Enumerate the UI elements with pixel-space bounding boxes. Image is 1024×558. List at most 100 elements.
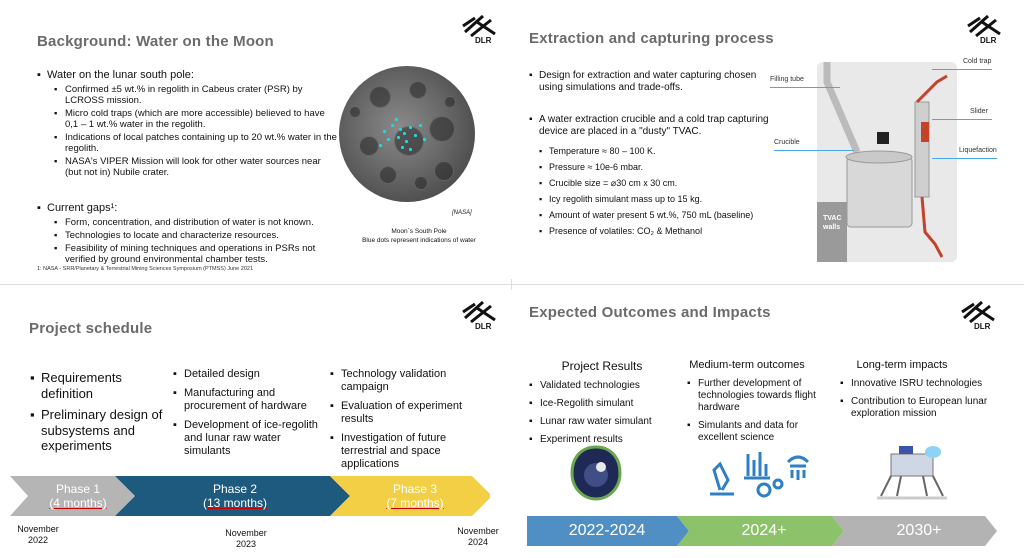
slide-expected-outcomes: Expected Outcomes and Impacts DLR Projec… [512, 290, 1024, 558]
moon-south-pole-image [339, 66, 475, 202]
crater [349, 106, 361, 118]
bullet-heading: Current gaps¹: [37, 202, 337, 214]
date-month: November [457, 526, 499, 536]
water-indication-dot [414, 134, 417, 137]
callout-line [770, 87, 840, 88]
list-item: Manufacturing and procurement of hardwar… [173, 387, 323, 413]
dlr-logo-text: DLR [475, 36, 492, 45]
bullet-design: Design for extraction and water capturin… [529, 70, 779, 94]
callout-line [774, 150, 854, 151]
date-start: November 2022 [10, 524, 66, 546]
project-results-list: Validated technologiesIce-Regolith simul… [529, 380, 674, 452]
list-item: Experiment results [529, 434, 674, 446]
water-indication-dot [401, 146, 404, 149]
dlr-logo-text: DLR [475, 322, 492, 331]
phase-3-arrow: Phase 3 (7 months) [350, 476, 480, 516]
bullet-item: Confirmed ±5 wt.% in regolith in Cabeus … [37, 84, 337, 106]
sub-bullet-item: Icy regolith simulant mass up to 15 kg. [529, 194, 779, 205]
mission-patch-icon [570, 445, 622, 501]
sub-bullet-item: Presence of volatiles: CO₂ & Methanol [529, 226, 779, 237]
dlr-logo-text: DLR [980, 36, 997, 45]
list-item: Further development of technologies towa… [687, 378, 832, 414]
caption-line-1: Moon´s South Pole [391, 228, 447, 235]
date-month: November [17, 524, 59, 534]
sub-bullet-item: Pressure ≈ 10e-6 mbar. [529, 162, 779, 173]
date-end: November 2024 [450, 526, 506, 548]
header-medium-term: Medium-term outcomes [689, 359, 805, 371]
long-term-list: Innovative ISRU technologiesContribution… [840, 378, 990, 426]
dlr-logo: DLR [461, 300, 501, 336]
dlr-logo-text: DLR [974, 322, 991, 331]
footnote: 1: NASA - SRR/Planetary & Terrestrial Mi… [37, 266, 254, 272]
bullet-item: Indications of local patches containing … [37, 132, 337, 154]
slide-background-water: Background: Water on the Moon DLR Water … [0, 0, 512, 279]
water-indication-dot [419, 124, 422, 127]
bar-chart-icon [744, 452, 770, 480]
date-mid: November 2023 [218, 528, 274, 550]
callout-slider: Slider [970, 108, 988, 115]
phase-duration: (13 months) [202, 496, 268, 510]
bullet-item: NASA's VIPER Mission will look for other… [37, 156, 337, 178]
crater [379, 166, 397, 184]
callout-cold-trap: Cold trap [963, 58, 992, 65]
vertical-divider [511, 0, 512, 558]
image-credit: [NASA] [452, 210, 472, 216]
water-indication-dot [383, 130, 386, 133]
slide-title: Background: Water on the Moon [37, 33, 274, 50]
crater [444, 96, 456, 108]
list-item: Contribution to European lunar explorati… [840, 396, 990, 420]
callout-filling-tube: Filling tube [770, 76, 804, 83]
phase-2-arrow: Phase 2 (13 months) [135, 476, 335, 516]
dlr-logo: DLR [960, 300, 1000, 336]
callout-liquefaction: Liquefaction [959, 147, 997, 154]
date-year: 2024 [467, 537, 489, 547]
timeline-2024-plus: 2024+ [741, 522, 787, 539]
shower-icon [786, 455, 810, 480]
bullet-item: Form, concentration, and distribution of… [37, 217, 337, 228]
timeline-2030-plus: 2030+ [896, 522, 942, 539]
dlr-bird-icon [967, 14, 1001, 38]
callout-line [932, 158, 997, 159]
phase1-tasks: Requirements definitionPreliminary desig… [30, 370, 170, 460]
caption-line-2: Blue dots represent indications of water [362, 237, 476, 244]
bullet-list: Design for extraction and water capturin… [529, 70, 779, 242]
lunar-lander-icon [877, 446, 947, 500]
gear-icon [756, 482, 772, 498]
crater [359, 136, 379, 156]
slide-extraction-process: Extraction and capturing process Design … [512, 0, 1024, 279]
list-item: Detailed design [173, 368, 323, 381]
water-indication-dot [399, 128, 402, 131]
water-indication-dot [409, 126, 412, 129]
timeline-bar: 2022-2024 2024+ 2030+ [527, 516, 997, 546]
water-indication-dot [397, 136, 400, 139]
list-item: Development of ice-regolith and lunar ra… [173, 419, 323, 458]
sub-bullet-item: Temperature ≈ 80 – 100 K. [529, 146, 779, 157]
bullet-item: Micro cold traps (which are more accessi… [37, 108, 337, 130]
phase-name: Phase 3 [392, 482, 438, 496]
date-year: 2022 [27, 535, 49, 545]
list-item: Evaluation of experiment results [330, 400, 480, 426]
list-item: Ice-Regolith simulant [529, 398, 674, 410]
tvac-chamber-image [817, 62, 957, 262]
date-month: November [225, 528, 267, 538]
water-indication-dot [409, 148, 412, 151]
crater [409, 81, 427, 99]
medium-term-list: Further development of technologies towa… [687, 378, 832, 450]
tvac-label-line2: walls [823, 224, 841, 231]
list-item: Simulants and data for excellent science [687, 420, 832, 444]
phase3-tasks: Technology validation campaignEvaluation… [330, 368, 480, 477]
bullet-setup: A water extraction crucible and a cold t… [529, 114, 779, 138]
list-item: Innovative ISRU technologies [840, 378, 990, 390]
dlr-bird-icon [462, 300, 496, 324]
water-indication-dot [395, 118, 398, 121]
bullet-heading: Water on the lunar south pole: [37, 69, 337, 81]
list-item: Investigation of future terrestrial and … [330, 432, 480, 471]
phase-duration: (7 months) [386, 496, 444, 510]
science-icons [710, 452, 810, 498]
tvac-walls-label: TVAC walls [823, 214, 842, 232]
bullet-item: Technologies to locate and characterize … [37, 230, 337, 241]
phase-name: Phase 2 [212, 482, 258, 496]
water-indication-dot [405, 140, 408, 143]
phase-duration: (4 months) [49, 496, 107, 510]
horizontal-divider [0, 284, 1024, 285]
